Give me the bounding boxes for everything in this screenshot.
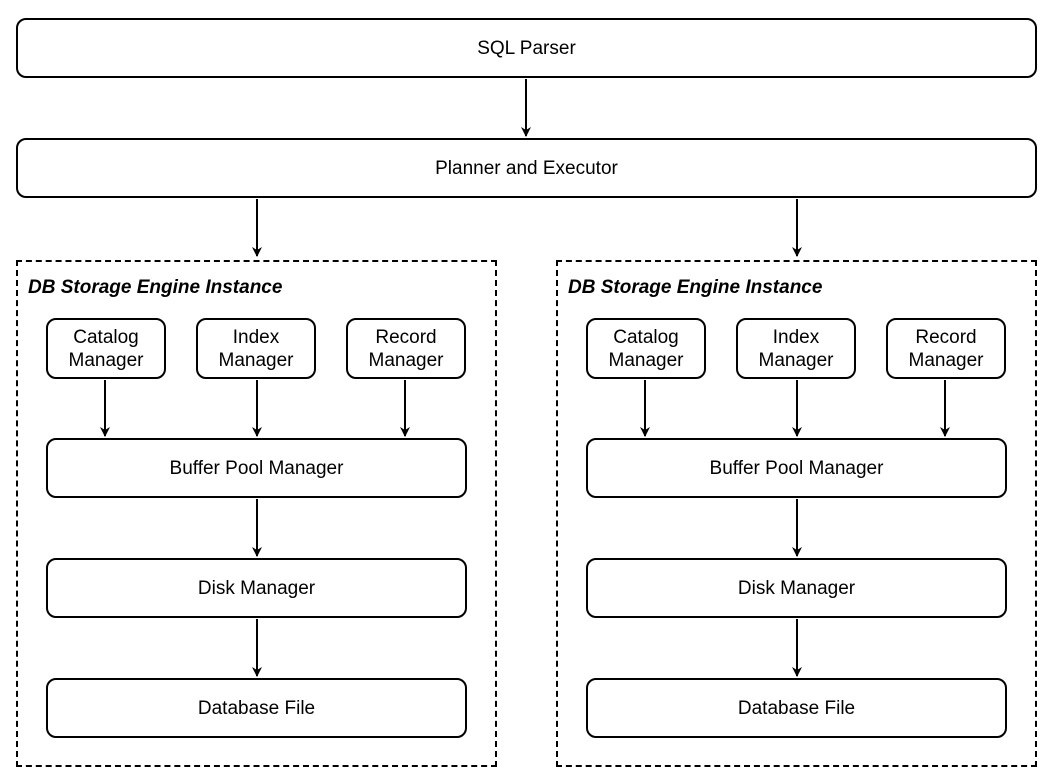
catalog-manager-box-right: Catalog Manager xyxy=(586,318,706,379)
disk-manager-box-right: Disk Manager xyxy=(586,558,1007,618)
planner-executor-box: Planner and Executor xyxy=(16,138,1037,198)
record-manager-label-line2: Manager xyxy=(908,349,984,371)
catalog-manager-box-left: Catalog Manager xyxy=(46,318,166,379)
storage-engine-container-left xyxy=(16,260,497,767)
database-file-label: Database File xyxy=(737,697,856,719)
database-file-box-right: Database File xyxy=(586,678,1007,738)
catalog-manager-label-line2: Manager xyxy=(608,349,684,371)
catalog-manager-label-line1: Catalog xyxy=(73,326,139,348)
index-manager-box-left: Index Manager xyxy=(196,318,316,379)
disk-manager-label: Disk Manager xyxy=(737,577,856,599)
catalog-manager-label-line1: Catalog xyxy=(613,326,679,348)
storage-engine-title-left: DB Storage Engine Instance xyxy=(28,277,283,298)
index-manager-label-line2: Manager xyxy=(758,349,834,371)
record-manager-label-line1: Record xyxy=(915,326,977,348)
buffer-pool-manager-box-right: Buffer Pool Manager xyxy=(586,438,1007,498)
disk-manager-box-left: Disk Manager xyxy=(46,558,467,618)
index-manager-label-line2: Manager xyxy=(218,349,294,371)
record-manager-box-right: Record Manager xyxy=(886,318,1006,379)
database-file-label: Database File xyxy=(197,697,316,719)
catalog-manager-label-line2: Manager xyxy=(68,349,144,371)
buffer-pool-manager-box-left: Buffer Pool Manager xyxy=(46,438,467,498)
storage-engine-container-right xyxy=(556,260,1037,767)
index-manager-label-line1: Index xyxy=(232,326,280,348)
index-manager-box-right: Index Manager xyxy=(736,318,856,379)
buffer-pool-manager-label: Buffer Pool Manager xyxy=(169,457,344,479)
record-manager-label-line1: Record xyxy=(375,326,437,348)
record-manager-label-line2: Manager xyxy=(368,349,444,371)
database-file-box-left: Database File xyxy=(46,678,467,738)
storage-engine-title-right: DB Storage Engine Instance xyxy=(568,277,823,298)
index-manager-label-line1: Index xyxy=(772,326,820,348)
disk-manager-label: Disk Manager xyxy=(197,577,316,599)
record-manager-box-left: Record Manager xyxy=(346,318,466,379)
buffer-pool-manager-label: Buffer Pool Manager xyxy=(709,457,884,479)
sql-parser-box: SQL Parser xyxy=(16,18,1037,78)
sql-parser-label: SQL Parser xyxy=(477,37,576,59)
planner-executor-label: Planner and Executor xyxy=(435,157,618,179)
